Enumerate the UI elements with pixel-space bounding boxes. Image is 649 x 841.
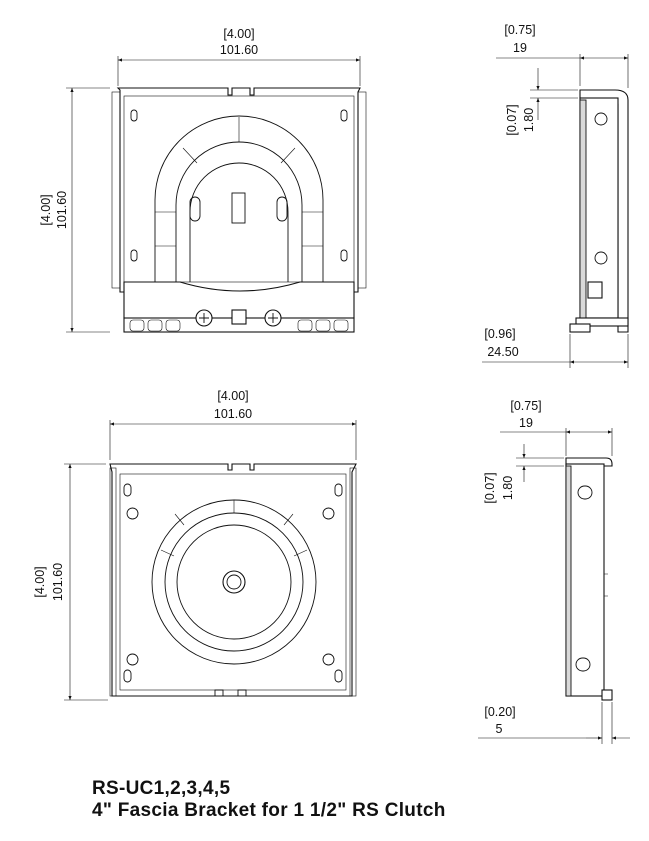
top-side-depth-mm: 24.50 <box>487 345 518 359</box>
top-side-flange-in: [0.07] <box>505 104 519 135</box>
top-front-width-dimension: [4.00] 101.60 <box>117 27 361 86</box>
top-front-width-mm: 101.60 <box>220 43 258 57</box>
bottom-front-view <box>109 463 357 697</box>
top-front-height-in: [4.00] <box>39 194 53 225</box>
bottom-side-view <box>565 457 613 701</box>
bottom-side-lip-in: [0.20] <box>484 705 515 719</box>
bottom-front-height-dimension: [4.00] 101.60 <box>33 463 108 701</box>
top-front-view <box>111 87 367 333</box>
caption-model-number: RS-UC1,2,3,4,5 <box>92 778 231 799</box>
bottom-side-width-mm: 19 <box>519 416 533 430</box>
top-side-flange-dimension: [0.07] 1.80 <box>505 68 578 136</box>
top-side-view <box>569 89 629 333</box>
bottom-side-lip-mm: 5 <box>496 722 503 736</box>
top-side-depth-dimension: [0.96] 24.50 <box>482 327 629 368</box>
bottom-front-width-dimension: [4.00] 101.60 <box>109 389 357 460</box>
top-side-depth-in: [0.96] <box>484 327 515 341</box>
top-side-flange-mm: 1.80 <box>522 108 536 132</box>
top-side-width-dimension: [0.75] 19 <box>496 23 629 88</box>
bottom-side-width-dimension: [0.75] 19 <box>500 399 613 456</box>
bottom-front-width-mm: 101.60 <box>214 407 252 421</box>
top-side-width-in: [0.75] <box>504 23 535 37</box>
bottom-side-flange-mm: 1.80 <box>501 476 515 500</box>
bottom-side-lip-dimension: [0.20] 5 <box>478 702 630 744</box>
top-front-height-mm: 101.60 <box>55 191 69 229</box>
top-front-width-in: [4.00] <box>223 27 254 41</box>
bottom-front-height-in: [4.00] <box>33 566 47 597</box>
top-front-height-dimension: [4.00] 101.60 <box>39 87 110 333</box>
bottom-side-width-in: [0.75] <box>510 399 541 413</box>
top-side-width-mm: 19 <box>513 41 527 55</box>
bottom-side-flange-dimension: [0.07] 1.80 <box>483 444 564 504</box>
bottom-front-width-in: [4.00] <box>217 389 248 403</box>
caption-description: 4" Fascia Bracket for 1 1/2" RS Clutch <box>92 800 446 821</box>
bottom-front-height-mm: 101.60 <box>51 563 65 601</box>
bottom-side-flange-in: [0.07] <box>483 472 497 503</box>
